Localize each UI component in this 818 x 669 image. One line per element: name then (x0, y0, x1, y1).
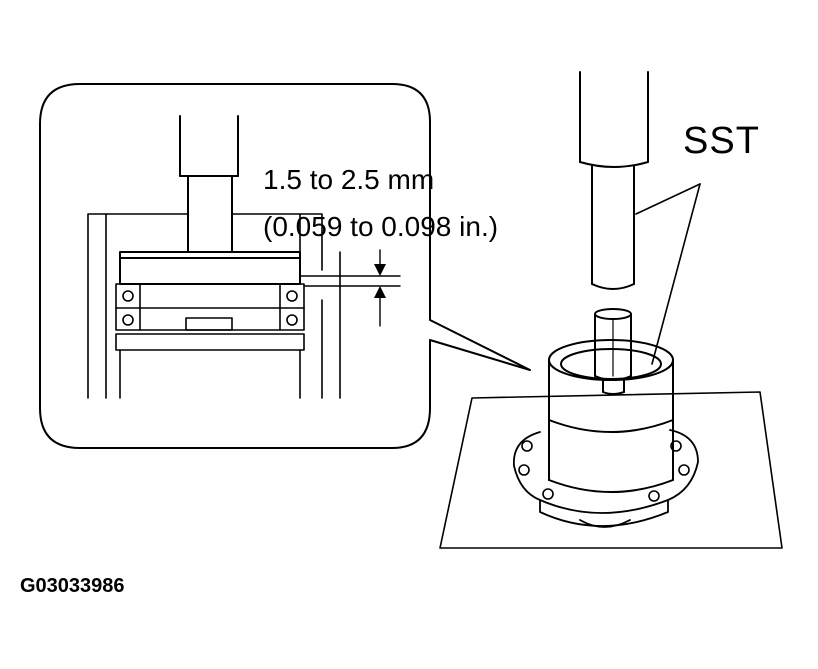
inset-driver-plate (119, 251, 301, 285)
dimension-arrow-up (374, 286, 386, 298)
inner-shaft (594, 308, 632, 395)
sst-leader-lines (635, 183, 701, 365)
figure-code: G03033986 (20, 575, 125, 597)
sst-driver-bar (579, 71, 649, 290)
detail-callout-frame (39, 83, 531, 449)
inset-shaft (179, 115, 239, 253)
flange-bolt-holes (518, 440, 690, 502)
flange-housing (513, 429, 699, 528)
dimension-arrow-down (374, 264, 386, 276)
sst-installer-cup (548, 339, 674, 493)
clearance-metric-label: 1.5 to 2.5 mm (263, 164, 435, 195)
base-plate (439, 391, 783, 549)
clearance-imperial-label: (0.059 to 0.098 in.) (263, 211, 499, 242)
inset-bearing (115, 283, 305, 351)
clearance-dimension (299, 249, 401, 327)
sst-label: SST (683, 120, 760, 162)
